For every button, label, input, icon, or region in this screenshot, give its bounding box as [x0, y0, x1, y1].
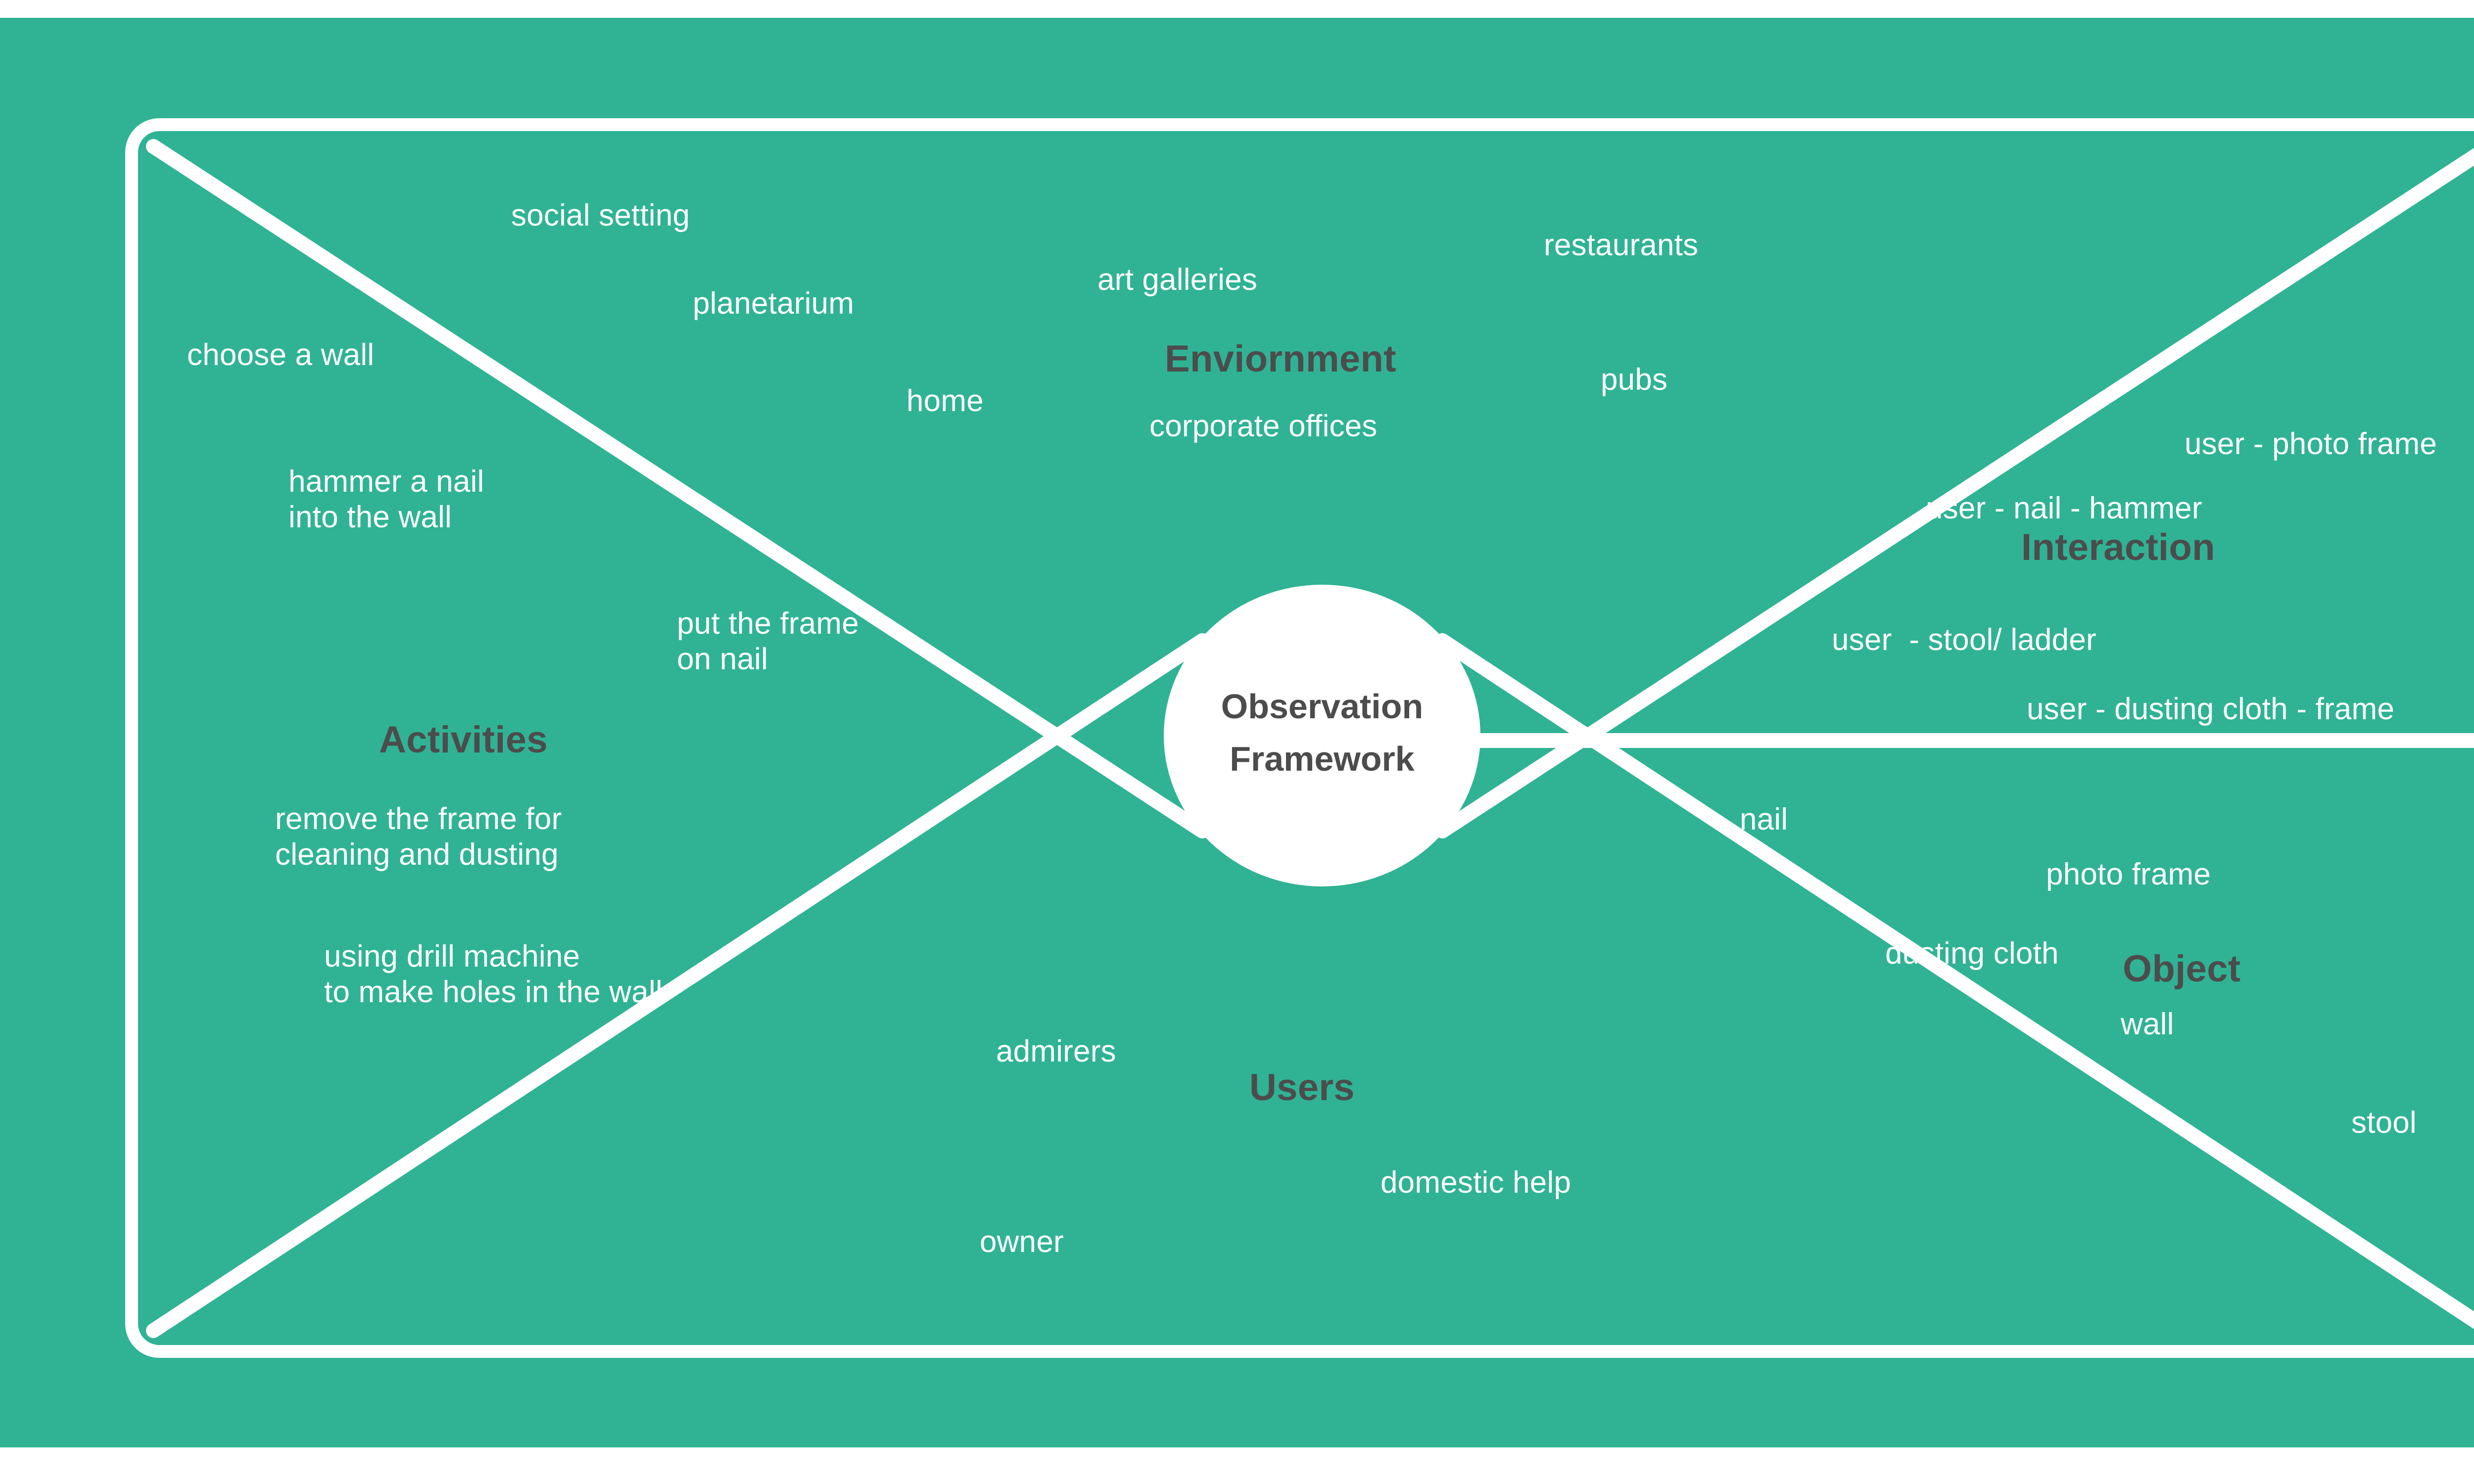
- connector-bottomright: [1435, 633, 2474, 1329]
- branch-title-users[interactable]: Users: [1249, 1067, 1355, 1109]
- leaf-user-stool-ladder[interactable]: user - stool/ ladder: [1832, 623, 2096, 657]
- leaf-user-dusting-cloth-frame[interactable]: user - dusting cloth - frame: [2027, 692, 2395, 726]
- connector-bottomleft: [146, 633, 1210, 1338]
- leaf-nail[interactable]: nail: [1740, 802, 1788, 836]
- center-line-1: Observation: [1221, 687, 1424, 726]
- branch-title-environment[interactable]: Enviornment: [1165, 338, 1396, 380]
- leaf-domestic-help[interactable]: domestic help: [1380, 1165, 1571, 1200]
- rounded-frame-border: [125, 118, 2474, 1358]
- leaf-user-photo-frame[interactable]: user - photo frame: [2185, 427, 2437, 461]
- leaf-choose-a-wall[interactable]: choose a wall: [187, 338, 375, 372]
- leaf-dusting-cloth[interactable]: dusting cloth: [1885, 936, 2059, 971]
- branch-title-activities[interactable]: Activities: [379, 719, 548, 761]
- leaf-social-setting[interactable]: social setting: [511, 198, 690, 232]
- leaf-photo-frame[interactable]: photo frame: [2046, 857, 2211, 891]
- leaf-stool[interactable]: stool: [2351, 1106, 2417, 1140]
- leaf-pubs[interactable]: pubs: [1601, 363, 1668, 397]
- branch-title-interaction[interactable]: Interaction: [2021, 526, 2215, 568]
- leaf-restaurants[interactable]: restaurants: [1544, 228, 1699, 262]
- branch-title-object[interactable]: Object: [2123, 948, 2241, 990]
- leaf-user-nail-hammer[interactable]: user - nail - hammer: [1926, 491, 2202, 525]
- leaf-corporate-offices[interactable]: corporate offices: [1149, 409, 1378, 443]
- leaf-admirers[interactable]: admirers: [996, 1034, 1116, 1068]
- center-line-2: Framework: [1230, 740, 1415, 779]
- leaf-home[interactable]: home: [906, 384, 984, 418]
- leaf-planetarium[interactable]: planetarium: [693, 286, 855, 321]
- leaf-art-galleries[interactable]: art galleries: [1097, 263, 1258, 297]
- center-node-circle: [1164, 585, 1480, 886]
- leaf-wall[interactable]: wall: [2121, 1007, 2174, 1041]
- connector-topleft: [146, 139, 1210, 838]
- connector-topright: [1435, 147, 2474, 838]
- leaf-owner[interactable]: owner: [980, 1225, 1064, 1259]
